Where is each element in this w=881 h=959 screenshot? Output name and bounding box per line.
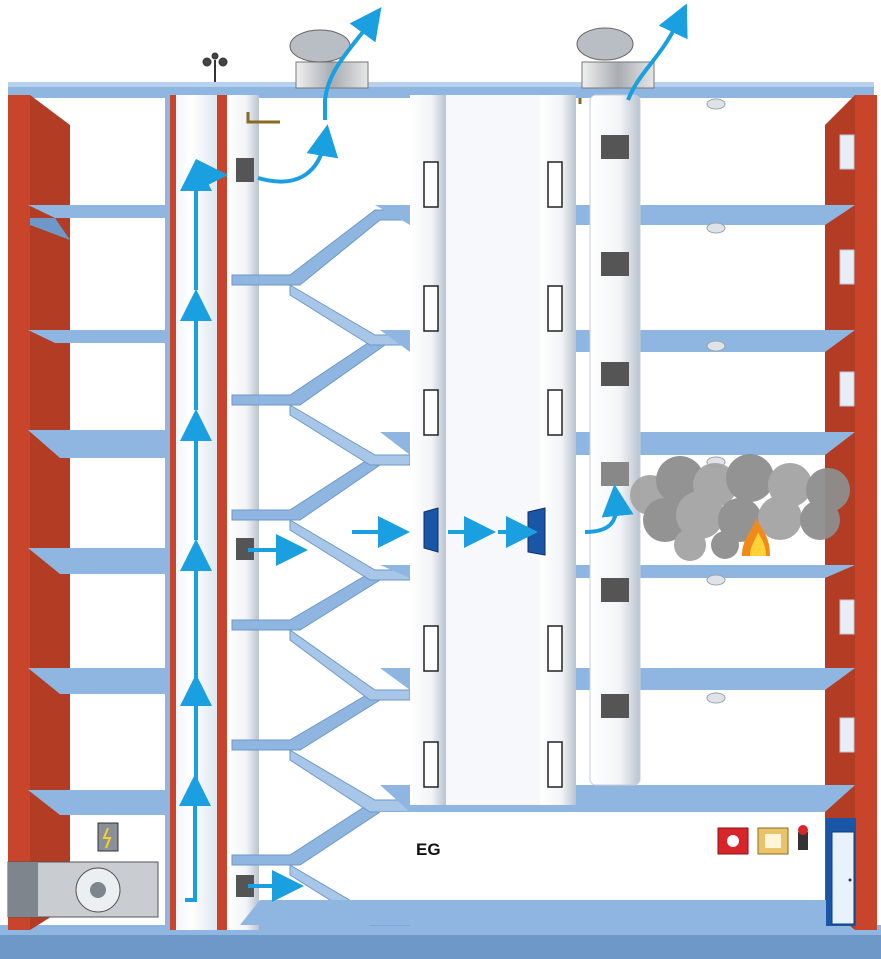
door-icon	[547, 625, 563, 672]
stair-vent-grilles	[236, 158, 254, 897]
door-icon	[423, 507, 439, 553]
smoke-detector-icon	[706, 340, 726, 352]
exit-door-icon[interactable]	[826, 818, 856, 926]
door-icon	[527, 507, 546, 556]
right-wall-windows	[839, 134, 855, 753]
door-icon	[423, 161, 439, 208]
smoke-vent-icon	[289, 29, 369, 89]
door-icon	[547, 741, 563, 788]
fire-icon	[742, 518, 770, 556]
smoke-detector-icon	[706, 692, 726, 704]
door-icon	[547, 389, 563, 436]
control-panel-icon	[757, 827, 789, 855]
airflow-arrows	[179, 3, 688, 902]
smoke-cloud-icon	[630, 454, 850, 561]
right-outer-wall	[855, 95, 877, 930]
shaft-grilles	[601, 135, 629, 718]
door-icon	[423, 389, 439, 436]
ground-floor-room	[380, 812, 825, 897]
floor-label-eg: EG	[416, 840, 441, 859]
smoke-detector-icons	[706, 98, 726, 704]
smoke-detector-icon	[706, 222, 726, 234]
door-icon	[547, 161, 563, 208]
power-supply-icon	[97, 822, 119, 852]
smoke-vent-icon	[576, 27, 655, 89]
lobby-walls	[410, 95, 576, 805]
door-icon	[423, 741, 439, 788]
fan-unit-icon	[7, 861, 159, 918]
door-icon	[547, 285, 563, 332]
smoke-extraction-shaft	[589, 94, 641, 786]
smoke-detector-icon	[706, 98, 726, 110]
smoke-detector-icon	[706, 574, 726, 586]
door-icon	[423, 625, 439, 672]
door-icons	[423, 161, 563, 788]
left-outer-wall	[8, 95, 30, 930]
alarm-siren-icon	[798, 825, 808, 850]
left-wall-depth	[30, 95, 70, 930]
left-section-floors	[28, 205, 165, 815]
fire-alarm-button-icon	[717, 827, 749, 855]
vent-brackets	[246, 98, 582, 124]
anemometer-icon	[202, 52, 228, 82]
ground-slab-top	[0, 925, 881, 935]
door-icon	[423, 285, 439, 332]
